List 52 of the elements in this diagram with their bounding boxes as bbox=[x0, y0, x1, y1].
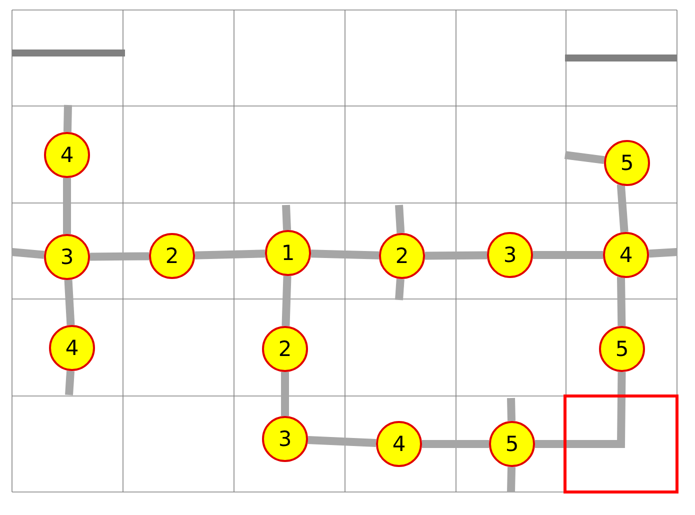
connector-line bbox=[282, 276, 292, 326]
connector-line bbox=[64, 280, 75, 326]
number-circle bbox=[599, 326, 645, 372]
connector-line bbox=[424, 251, 488, 260]
number-circle bbox=[262, 416, 308, 462]
connector-line bbox=[281, 372, 289, 416]
node-number: 4 bbox=[65, 338, 79, 358]
connector-line bbox=[63, 178, 71, 234]
node-number: 2 bbox=[395, 246, 409, 266]
number-circle bbox=[265, 230, 311, 276]
connector-line bbox=[395, 204, 405, 234]
connector-line bbox=[12, 248, 44, 259]
node-number: 3 bbox=[278, 428, 292, 450]
connector-line bbox=[648, 248, 678, 258]
node-number: 4 bbox=[619, 244, 633, 266]
number-circle bbox=[44, 234, 90, 280]
connector-line bbox=[507, 466, 516, 492]
number-circle bbox=[489, 421, 535, 467]
connector-line bbox=[308, 436, 376, 447]
number-circle bbox=[49, 325, 95, 371]
node-number: 5 bbox=[505, 434, 519, 454]
connector-line bbox=[194, 250, 266, 260]
node-number: 3 bbox=[60, 246, 74, 268]
number-circle bbox=[603, 232, 649, 278]
number-circle bbox=[149, 233, 195, 279]
connector-line bbox=[310, 250, 380, 260]
number-circle bbox=[44, 132, 90, 178]
connector-line bbox=[395, 278, 404, 300]
node-number: 5 bbox=[620, 152, 634, 174]
node-number: 4 bbox=[60, 144, 74, 166]
node-number: 1 bbox=[281, 242, 295, 264]
node-number: 3 bbox=[503, 244, 517, 266]
node-number: 4 bbox=[392, 434, 406, 454]
connector-line bbox=[65, 370, 75, 396]
node-number: 2 bbox=[165, 246, 179, 266]
node-number: 5 bbox=[615, 338, 629, 360]
connector-line bbox=[535, 372, 626, 448]
number-circle bbox=[262, 326, 308, 372]
connector-line bbox=[63, 104, 72, 132]
connector-line bbox=[616, 182, 628, 232]
connector-line bbox=[533, 251, 603, 259]
number-circle bbox=[604, 140, 650, 186]
connector-line bbox=[507, 398, 516, 422]
connector-line bbox=[90, 252, 150, 261]
number-circle bbox=[487, 232, 533, 278]
node-number: 2 bbox=[278, 338, 292, 360]
connector-line bbox=[564, 151, 605, 164]
connector-line bbox=[617, 274, 626, 326]
connector-line bbox=[422, 440, 489, 448]
number-circle bbox=[379, 233, 425, 279]
connector-line bbox=[282, 204, 292, 230]
number-circle bbox=[376, 421, 422, 467]
